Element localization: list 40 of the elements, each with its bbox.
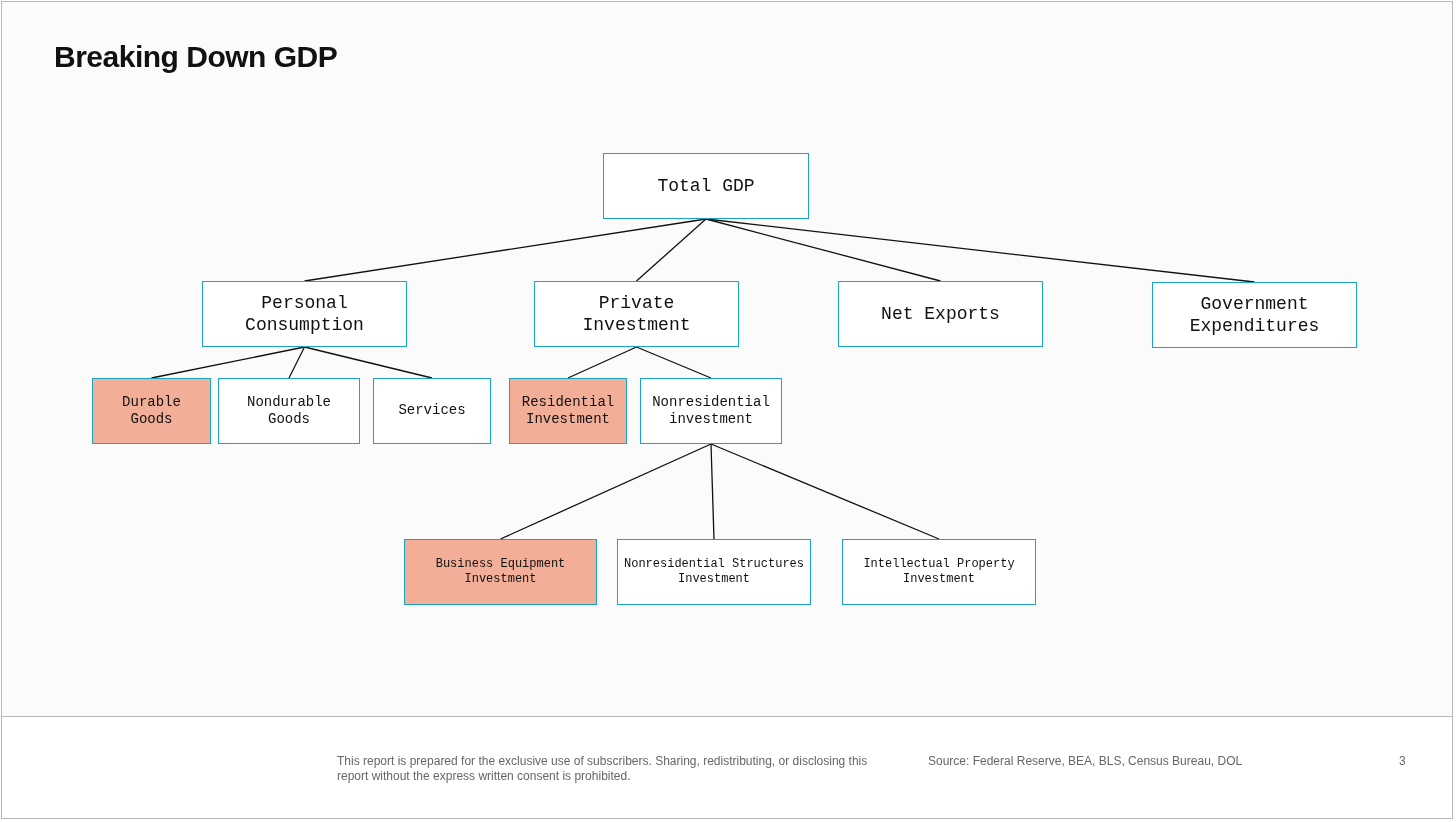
category-box: [404, 539, 597, 605]
connector-line: [710, 443, 940, 540]
connector-line: [303, 346, 433, 379]
category-box: [838, 281, 1043, 347]
connector-line: [567, 346, 638, 379]
box-label: Residential Investment: [520, 393, 616, 429]
category-box: [509, 378, 627, 444]
page-title: Breaking Down GDP: [54, 40, 338, 74]
box-label: Personal Consumption: [244, 291, 365, 337]
box-label: Total GDP: [657, 174, 755, 198]
box-label: Government Expenditures: [1188, 292, 1321, 338]
category-box: [202, 281, 407, 347]
box-label: Durable Goods: [121, 393, 182, 429]
box-label: Private Investment: [581, 291, 692, 337]
box-label: Nondurable Goods: [246, 393, 332, 429]
category-box: [1152, 282, 1357, 348]
category-box: [534, 281, 739, 347]
box-label: Net Exports: [881, 302, 1000, 326]
box-label: Services: [398, 402, 466, 420]
category-box: [617, 539, 811, 605]
source-note: Source: Federal Reserve, BEA, BLS, Census Bureau, DOL: [928, 754, 1244, 769]
connector-line: [635, 346, 712, 379]
category-box: [218, 378, 360, 444]
connector-line: [150, 346, 306, 379]
page-number: 3: [1399, 754, 1407, 769]
box-label: Business Equipment Investment: [434, 557, 567, 587]
disclaimer-text: This report is prepared for the exclusive use of subscribers. Sharing, redistributing, or disclosing this report without the express written consent is prohibited.: [337, 754, 869, 784]
box-label: Nonresidential investment: [651, 393, 771, 429]
category-box: [842, 539, 1036, 605]
connector-line: [303, 218, 707, 282]
connector-line: [499, 443, 712, 540]
connector-line: [635, 218, 707, 282]
category-box: [640, 378, 782, 444]
category-box: [373, 378, 491, 444]
connector-line: [288, 346, 306, 379]
category-box: [603, 153, 809, 219]
box-label: Intellectual Property Investment: [862, 557, 1016, 587]
category-box: [92, 378, 211, 444]
connector-line: [710, 443, 715, 540]
box-label: Nonresidential Structures Investment: [623, 557, 805, 587]
